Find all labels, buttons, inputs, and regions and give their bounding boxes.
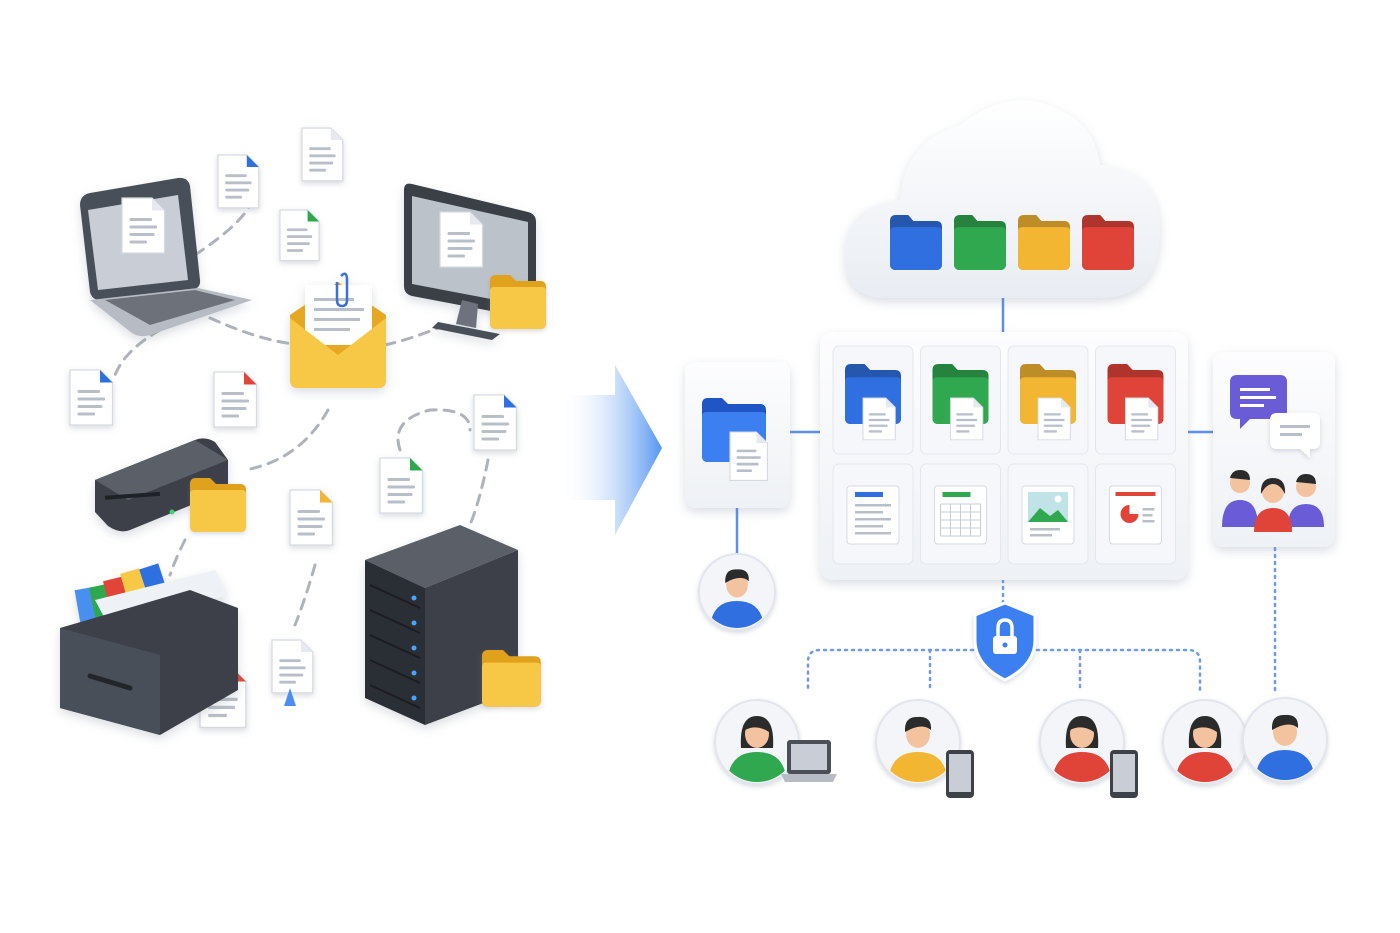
user-avatar: [714, 699, 800, 785]
desktop-folder-icon: [490, 275, 546, 329]
shared-folder-icon: [702, 398, 768, 481]
document-icon: [1037, 397, 1071, 441]
document-icon: [950, 397, 984, 441]
lock-shield-icon: [973, 601, 1037, 682]
hub-file-tiles: [832, 463, 1176, 565]
spreadsheet-icon: [934, 485, 987, 545]
user-avatar: [1242, 697, 1328, 783]
hub-file-tile: [1007, 463, 1089, 565]
document-icon: [1125, 397, 1159, 441]
hub-file-tile: [920, 463, 1001, 565]
laptop-icon: [80, 177, 252, 337]
user-avatar: [1162, 699, 1248, 785]
team-icon: [1222, 470, 1324, 532]
file-cabinet-drawer-icon: [60, 563, 238, 735]
document-icon: [862, 397, 896, 441]
phone-icon: [1110, 750, 1138, 798]
left-scattered-storage: [60, 127, 546, 735]
cloud-folder-icon: [954, 215, 1006, 270]
solid-connectors: [735, 298, 1214, 556]
chat-bubble-icon: [1270, 413, 1320, 458]
cloud-folder-icon: [1082, 215, 1134, 270]
migration-arrow: [560, 365, 662, 535]
user-avatar: [875, 699, 961, 785]
right-cloud-workspace: [685, 100, 1335, 798]
hub-folder-tiles: [832, 345, 1176, 455]
user-avatar: [1039, 699, 1125, 785]
hub-folder-tile: [1095, 345, 1176, 455]
hub-file-tile: [1095, 463, 1176, 565]
hub-folder-tile: [832, 345, 914, 455]
hub-file-tile: [832, 463, 914, 565]
presentation-icon: [1109, 485, 1162, 545]
document-icon: [846, 485, 900, 545]
user-avatars: [698, 553, 1328, 798]
cloud-folders: [890, 215, 1134, 270]
left-shared-folder-panel: [685, 362, 790, 508]
server-folder-icon: [482, 650, 541, 707]
cloud-folder-icon: [890, 215, 942, 270]
cloud-folder-icon: [1018, 215, 1070, 270]
hub-folder-tile: [1007, 345, 1089, 455]
phone-icon: [946, 750, 974, 798]
external-drive-icon: [95, 438, 228, 532]
hub-folder-tile: [920, 345, 1001, 455]
image-icon: [1021, 485, 1075, 545]
user-avatar: [698, 553, 776, 631]
laptop-icon: [781, 740, 837, 782]
email-envelope-icon: [290, 272, 386, 388]
drive-folder-icon: [190, 478, 246, 532]
loose-documents: [70, 127, 517, 727]
right-collaboration-panel: [1213, 352, 1335, 547]
